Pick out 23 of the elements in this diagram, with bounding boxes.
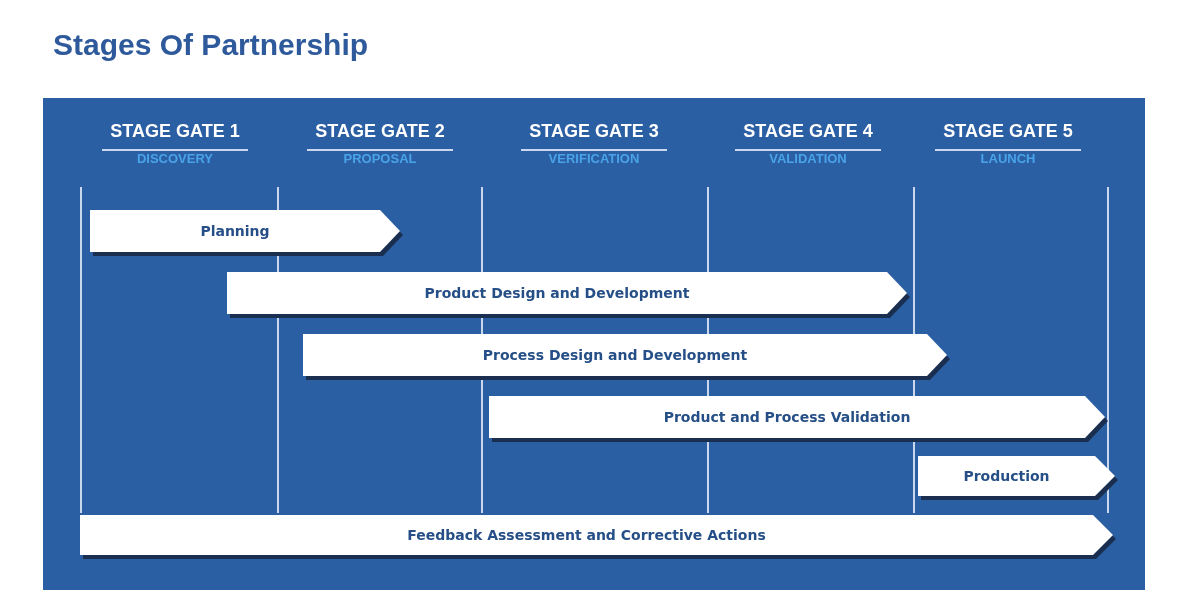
stage-gate-heading: STAGE GATE 2	[314, 121, 446, 142]
stage-name: LAUNCH	[979, 151, 1037, 166]
bar-label: Planning	[199, 222, 271, 241]
stage-gate-heading: STAGE GATE 5	[942, 121, 1074, 142]
arrow-bar	[90, 210, 400, 252]
bar-label: Process Design and Development	[481, 346, 749, 365]
bar-label: Feedback Assessment and Corrective Actions	[406, 526, 767, 545]
arrow-bar	[489, 396, 1105, 438]
arrow-bar	[80, 515, 1113, 555]
arrow-bar	[227, 272, 907, 314]
stage-name: DISCOVERY	[135, 151, 215, 166]
stage-gate-heading: STAGE GATE 4	[742, 121, 874, 142]
stage-gate-heading: STAGE GATE 1	[109, 121, 241, 142]
stage-name: VERIFICATION	[547, 151, 641, 166]
stage-name: PROPOSAL	[342, 151, 418, 166]
arrow-bar	[303, 334, 947, 376]
stage-name: VALIDATION	[768, 151, 848, 166]
diagram-title: Stages Of Partnership	[53, 28, 369, 62]
arrow-bar	[918, 456, 1115, 496]
stage-gate-heading: STAGE GATE 3	[528, 121, 660, 142]
bar-label: Production	[962, 467, 1051, 486]
bar-label: Product and Process Validation	[662, 408, 912, 427]
bar-label: Product Design and Development	[423, 284, 691, 303]
